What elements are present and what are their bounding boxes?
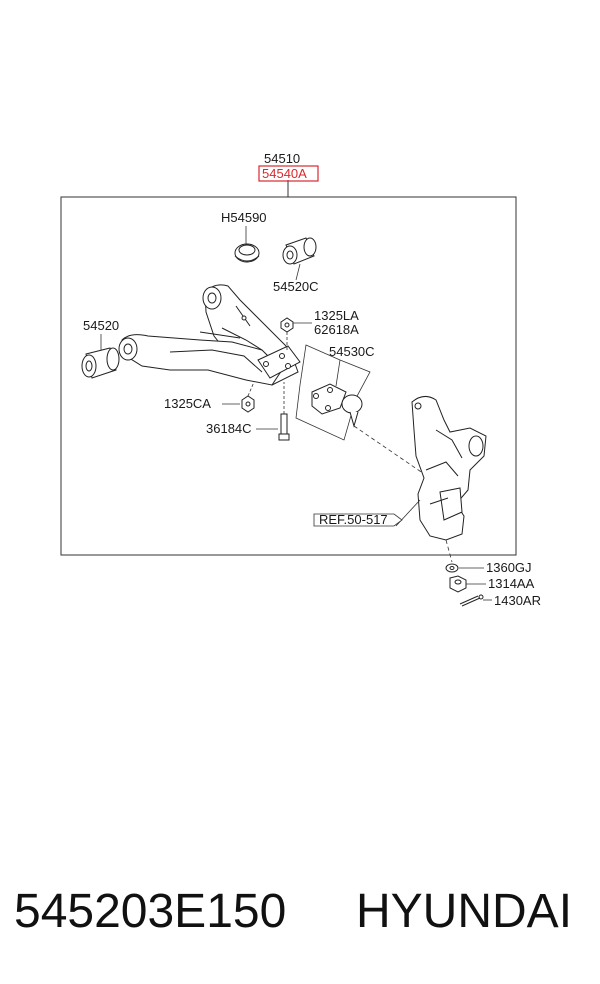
label-ball-joint[interactable]: 54530C — [329, 344, 375, 359]
label-bushing-right[interactable]: 54520C — [273, 279, 319, 294]
label-cotter-pin[interactable]: 1430AR — [494, 593, 541, 608]
ball-joint-part — [311, 383, 363, 428]
leader-bushing-right — [295, 263, 301, 281]
washer-part — [445, 563, 459, 573]
nut-top-part — [280, 317, 294, 333]
bushing-left-part — [81, 347, 120, 379]
nut-bottom-part — [241, 395, 255, 413]
label-bushing-left[interactable]: 54520 — [83, 318, 119, 333]
knuckle-part — [411, 396, 487, 541]
castle-nut-part — [449, 575, 467, 593]
part-number: 545203E150 — [14, 885, 287, 938]
label-assembly[interactable]: 54510 — [264, 151, 300, 166]
ball-joint-box — [295, 344, 371, 441]
leader-ball-joint — [335, 359, 341, 387]
bushing-right-part — [282, 237, 317, 265]
cotter-pin-part — [459, 594, 484, 607]
bolt-part — [278, 413, 290, 441]
label-washer[interactable]: 1360GJ — [486, 560, 532, 575]
dash-ball-joint — [353, 425, 431, 479]
label-bolt[interactable]: 36184C — [206, 421, 252, 436]
reference-tag — [313, 513, 403, 527]
dash-knuckle — [445, 539, 453, 563]
dash-nut-bottom — [247, 381, 255, 397]
label-nut-top-alt[interactable]: 62618A — [314, 322, 359, 337]
bushing-top-part — [234, 243, 260, 263]
label-castle-nut[interactable]: 1314AA — [488, 576, 535, 591]
label-bushing-top[interactable]: H54590 — [221, 210, 267, 225]
label-reference[interactable]: REF.50-517 — [319, 512, 388, 527]
highlight-box — [258, 165, 319, 182]
label-assembly-highlight[interactable]: 54540A — [262, 166, 307, 181]
control-arm-part — [118, 284, 301, 386]
brand-name: HYUNDAI — [356, 885, 573, 938]
label-nut-top[interactable]: 1325LA — [314, 308, 359, 323]
label-nut-bottom[interactable]: 1325CA — [164, 396, 211, 411]
